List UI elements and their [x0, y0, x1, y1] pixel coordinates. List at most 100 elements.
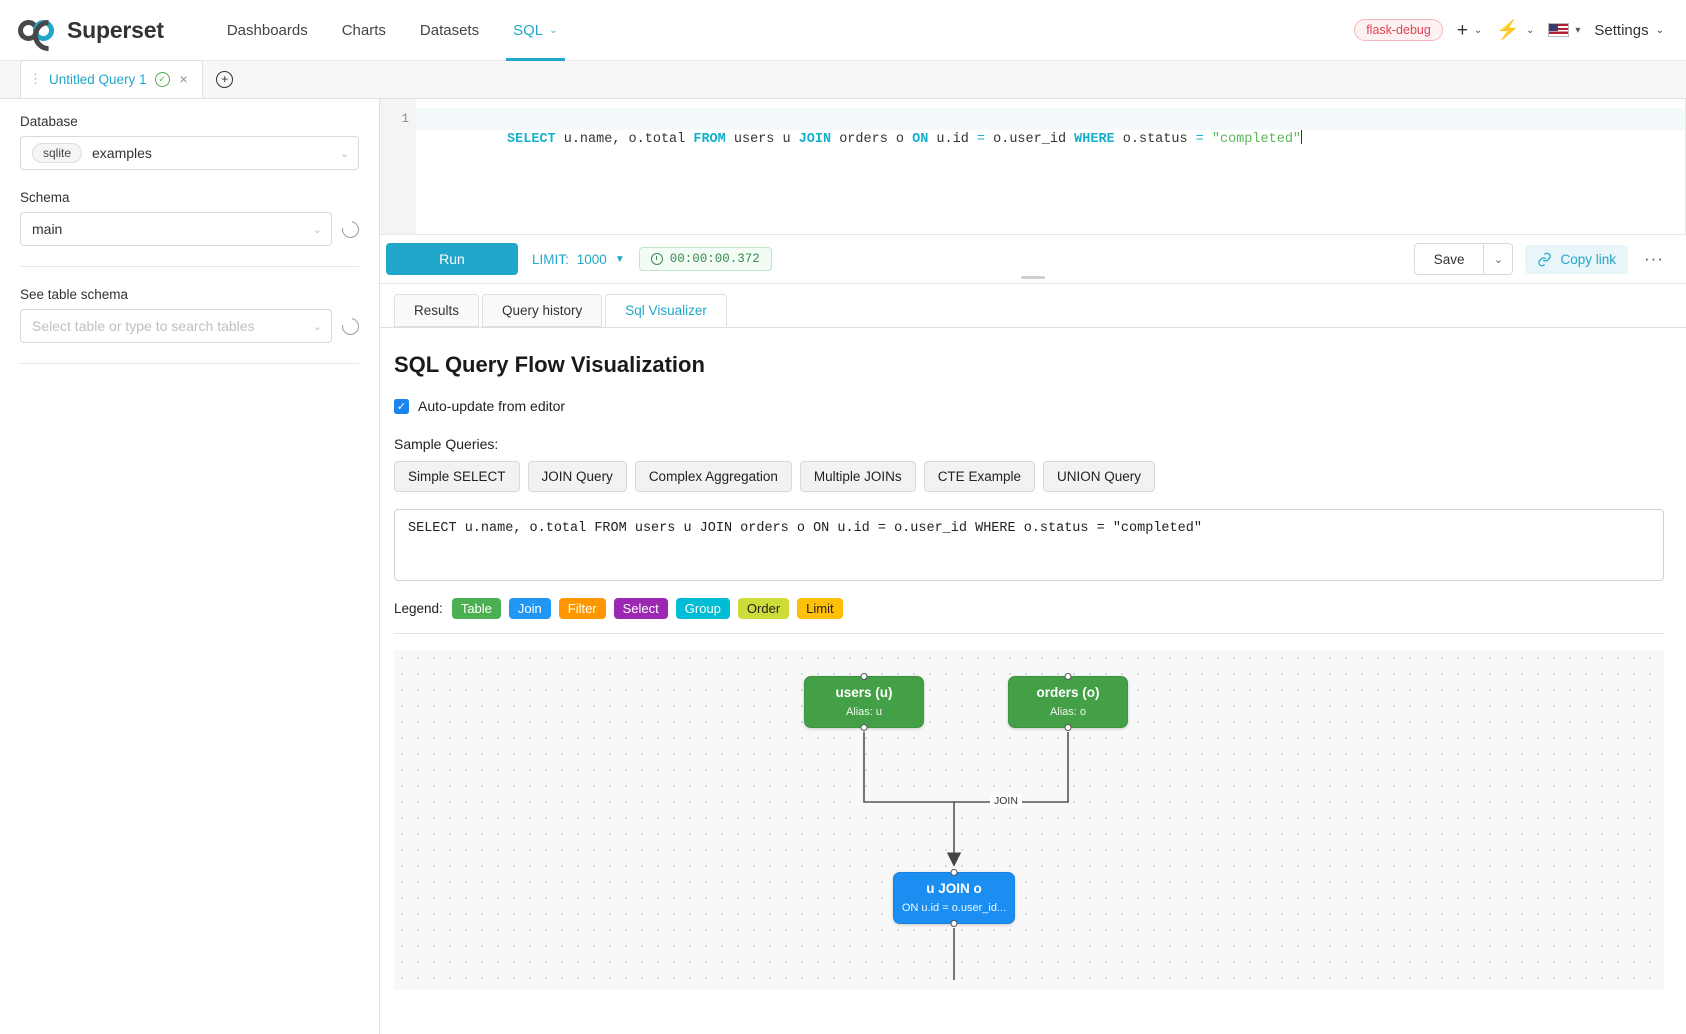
top-navbar: Superset Dashboards Charts Datasets SQL … [0, 0, 1686, 61]
flow-node-users-title: users (u) [835, 685, 893, 701]
new-item-menu[interactable]: + ⌄ [1457, 21, 1483, 40]
schema-label: Schema [20, 190, 70, 205]
refresh-tables-icon[interactable] [338, 314, 363, 338]
tab-sql-visualizer-label: Sql Visualizer [625, 303, 707, 318]
node-handle-top[interactable] [1064, 673, 1072, 680]
schema-select-value: main [32, 221, 63, 237]
bolt-menu[interactable]: ⚡ ⌄ [1496, 21, 1534, 40]
limit-label: LIMIT: [532, 251, 569, 267]
nav-link-charts[interactable]: Charts [325, 0, 403, 60]
copy-link-button[interactable]: Copy link [1525, 244, 1629, 274]
database-select-value: examples [92, 145, 152, 161]
flow-node-orders[interactable]: orders (o) Alias: o [1008, 673, 1128, 731]
query-tab-label: Untitled Query 1 [49, 71, 147, 87]
link-icon [1538, 252, 1552, 266]
nav-link-sql-label: SQL [513, 21, 544, 39]
tab-sql-visualizer[interactable]: Sql Visualizer [605, 294, 727, 327]
run-button[interactable]: Run [386, 243, 518, 275]
legend-badge-select: Select [613, 598, 668, 619]
code-token: "completed" [1211, 132, 1302, 147]
schema-select[interactable]: main ⌄ [20, 212, 332, 246]
flow-node-users-alias: Alias: u [845, 705, 883, 718]
sample-queries-label: Sample Queries: [394, 436, 499, 452]
auto-update-checkbox-row[interactable]: ✓ Auto-update from editor [394, 398, 1664, 414]
sample-query-button-0[interactable]: Simple SELECT [394, 461, 520, 492]
flow-node-orders-alias: Alias: o [1049, 705, 1087, 718]
code-token: JOIN [798, 132, 832, 147]
node-handle-bottom[interactable] [1064, 724, 1072, 731]
nav-link-dashboards[interactable]: Dashboards [210, 0, 325, 60]
tab-results-label: Results [414, 303, 460, 318]
sample-query-button-3[interactable]: Multiple JOINs [799, 461, 916, 492]
settings-menu[interactable]: Settings ⌄ [1594, 22, 1664, 39]
legend-badge-limit: Limit [797, 598, 843, 619]
tab-results[interactable]: Results [394, 294, 480, 327]
schema-row: main ⌄ [20, 212, 363, 246]
limit-value: 1000 [576, 251, 607, 267]
plus-circle-icon: + [216, 70, 234, 88]
nav-link-datasets[interactable]: Datasets [403, 0, 496, 60]
panel-divider [20, 266, 359, 267]
code-token: orders o [831, 132, 913, 147]
chevron-down-icon: ⌄ [549, 24, 558, 36]
flow-node-join[interactable]: u JOIN o ON u.id = o.user_id... [893, 869, 1015, 927]
database-engine-chip: sqlite [32, 143, 83, 163]
line-number: 1 [401, 112, 409, 126]
page-title: SQL Query Flow Visualization [394, 352, 705, 377]
tab-query-history[interactable]: Query history [482, 294, 603, 327]
code-token: WHERE [1074, 132, 1115, 147]
sample-query-button-1[interactable]: JOIN Query [527, 461, 627, 492]
edge-label-join: JOIN [990, 794, 1022, 808]
legend-label: Legend: [394, 601, 443, 616]
query-tab-untitled-query-1[interactable]: ⋮ Untitled Query 1 ✓ × [20, 60, 203, 98]
database-select[interactable]: sqlite examples ⌄ [20, 136, 359, 170]
drag-handle-icon[interactable]: ⋮ [29, 71, 42, 86]
node-handle-top[interactable] [860, 673, 868, 680]
node-handle-bottom[interactable] [860, 724, 868, 731]
add-query-tab-button[interactable]: + [203, 60, 247, 98]
language-menu[interactable]: ▾ [1548, 23, 1580, 37]
node-handle-top[interactable] [950, 869, 958, 876]
code-token: u.id [928, 132, 977, 147]
editor-gutter: 1 [380, 99, 416, 234]
save-dropdown-button[interactable]: ⌄ [1483, 243, 1514, 275]
sql-editor[interactable]: 1 SELECT u.name, o.total FROM users u JO… [380, 99, 1686, 235]
flow-node-orders-title: orders (o) [1036, 685, 1100, 701]
save-button[interactable]: Save [1413, 243, 1484, 275]
plus-icon: + [1456, 19, 1468, 41]
sample-query-button-4[interactable]: CTE Example [923, 461, 1035, 492]
nav-link-sql[interactable]: SQL ⌄ [496, 0, 574, 61]
close-icon[interactable]: × [179, 71, 188, 87]
superset-logo-icon [18, 18, 58, 42]
query-tab-bar: ⋮ Untitled Query 1 ✓ × + [0, 60, 1686, 99]
auto-update-checkbox[interactable]: ✓ [394, 398, 409, 414]
more-options-icon[interactable]: ··· [1644, 249, 1664, 268]
table-select[interactable]: Select table or type to search tables ⌄ [20, 309, 332, 343]
sql-query-textarea[interactable] [394, 509, 1664, 581]
edge-orders-to-join [954, 732, 1069, 803]
nav-link-datasets-label: Datasets [419, 21, 480, 39]
panel-resize-handle[interactable] [380, 276, 1686, 279]
table-schema-row: Select table or type to search tables ⌄ [20, 309, 363, 343]
refresh-schemas-icon[interactable] [338, 217, 363, 241]
code-token: o.user_id [985, 132, 1075, 147]
brand-logo-area[interactable]: Superset [18, 17, 164, 44]
code-token [1204, 132, 1212, 147]
flow-node-users[interactable]: users (u) Alias: u [804, 673, 924, 731]
node-handle-bottom[interactable] [950, 920, 958, 927]
code-token: FROM [693, 132, 726, 147]
sample-query-button-2[interactable]: Complex Aggregation [634, 461, 792, 492]
chevron-down-icon: ⌄ [1525, 24, 1535, 36]
results-tabs: Results Query history Sql Visualizer [380, 284, 1686, 328]
query-timer: 00:00:00.372 [638, 247, 772, 271]
limit-dropdown[interactable]: LIMIT: 1000 ▼ [532, 252, 625, 267]
active-line-highlight [416, 108, 1686, 130]
table-select-placeholder: Select table or type to search tables [32, 318, 255, 334]
sample-query-button-5[interactable]: UNION Query [1042, 461, 1155, 492]
flow-canvas[interactable]: users (u) Alias: u orders (o) Alias: o J… [394, 650, 1664, 990]
legend-badge-join: Join [508, 598, 551, 619]
auto-update-label: Auto-update from editor [418, 398, 566, 414]
caret-down-icon: ▾ [1575, 24, 1581, 36]
editor-code-line[interactable]: SELECT u.name, o.total FROM users u JOIN… [416, 99, 1686, 234]
